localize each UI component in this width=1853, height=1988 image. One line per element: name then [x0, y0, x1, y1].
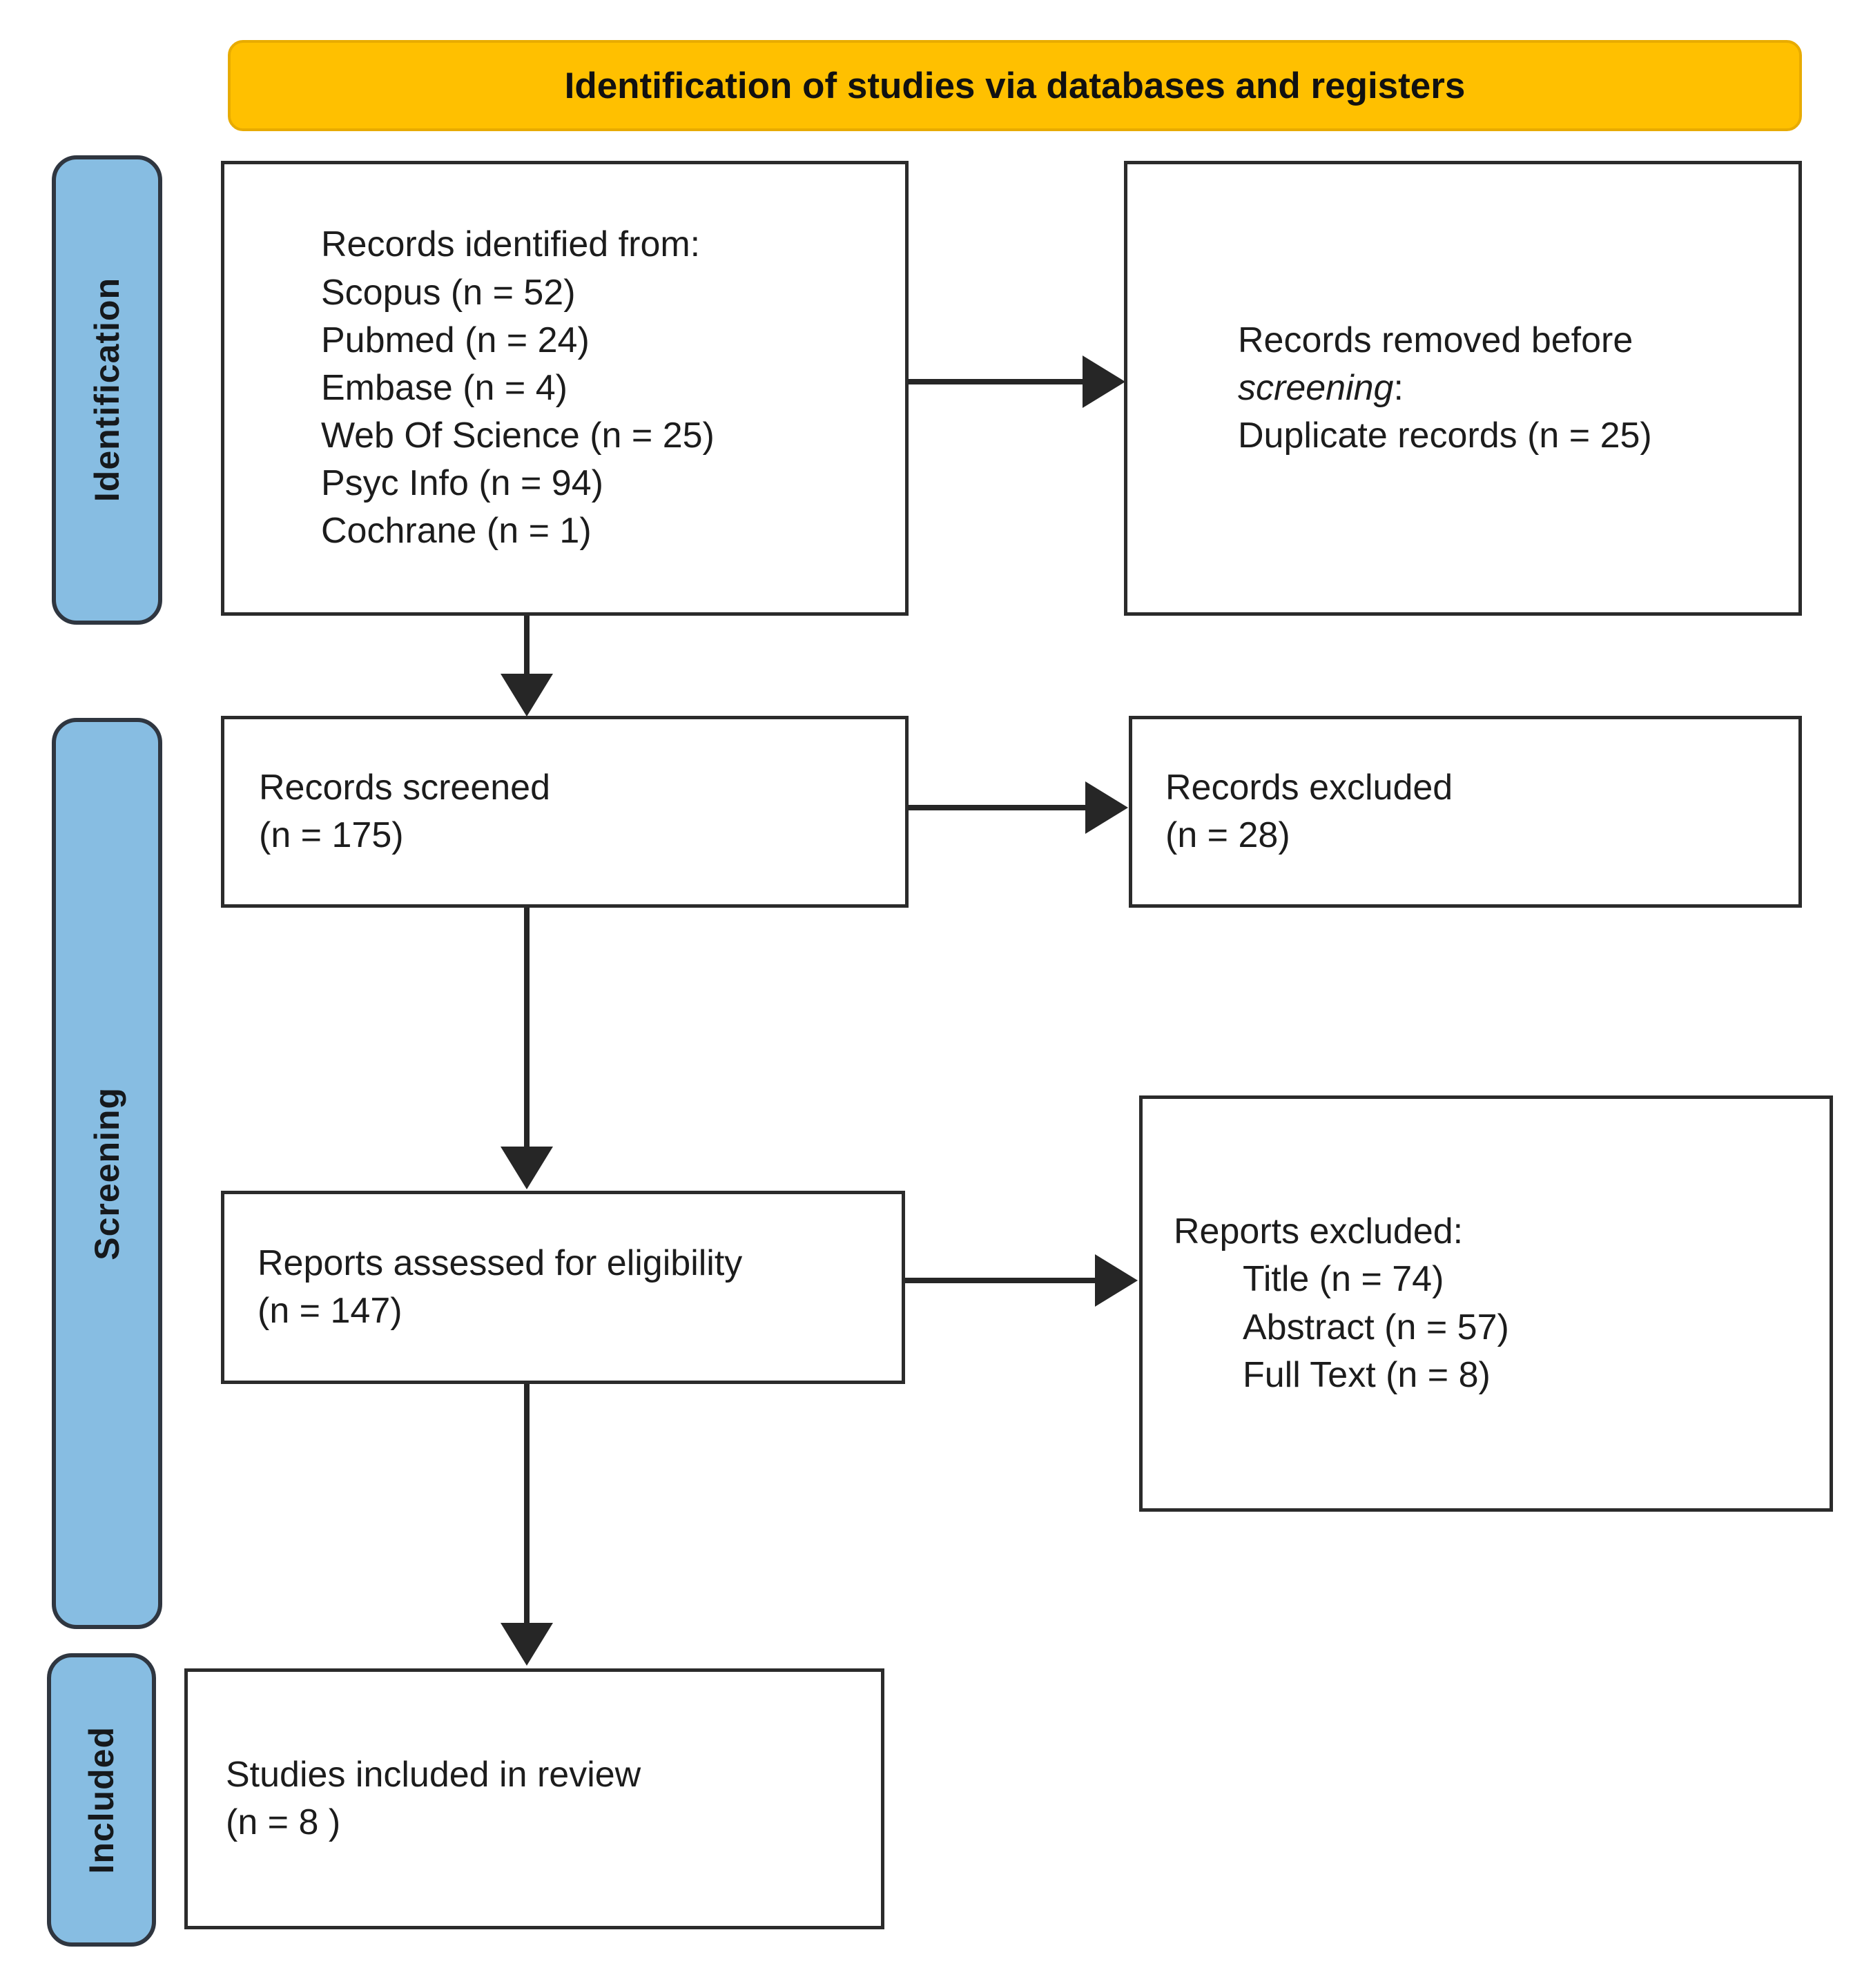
diagram-title: Identification of studies via databases …	[564, 65, 1466, 106]
reports-excluded-abstract: Abstract (n = 57)	[1243, 1307, 1509, 1347]
records-identified-heading: Records identified from:	[321, 224, 701, 265]
records-identified-psycinfo: Psyc Info (n = 94)	[321, 463, 603, 504]
records-removed-line2: screening:	[1238, 364, 1771, 412]
arrow-line	[524, 908, 530, 1149]
stage-label-screening-text: Screening	[88, 1086, 126, 1260]
reports-excluded-heading: Reports excluded:	[1174, 1211, 1464, 1252]
arrow-head-right-icon	[1083, 355, 1125, 408]
box-records-screened: Records screened (n = 175)	[221, 716, 909, 908]
reports-assessed-label: Reports assessed for eligibility	[258, 1242, 743, 1283]
records-identified-scopus: Scopus (n = 52)	[321, 272, 576, 313]
reports-assessed-count: (n = 147)	[258, 1291, 402, 1331]
arrow-head-down-icon	[501, 1623, 553, 1666]
stage-label-included: Included	[47, 1653, 156, 1947]
diagram-title-banner: Identification of studies via databases …	[228, 40, 1802, 131]
box-records-excluded: Records excluded (n = 28)	[1129, 716, 1802, 908]
arrow-head-right-icon	[1085, 781, 1128, 834]
arrow-head-right-icon	[1095, 1254, 1138, 1307]
records-identified-wos: Web Of Science (n = 25)	[321, 416, 715, 456]
arrow-head-down-icon	[501, 1147, 553, 1189]
stage-label-included-text: Included	[82, 1726, 121, 1874]
records-identified-embase: Embase (n = 4)	[321, 367, 567, 408]
arrow-line	[908, 805, 1089, 810]
records-identified-cochrane: Cochrane (n = 1)	[321, 511, 592, 552]
records-removed-screening-italic: screening	[1238, 367, 1394, 408]
box-records-identified: Records identified from: Scopus (n = 52)…	[221, 161, 909, 616]
stage-label-screening: Screening	[52, 718, 162, 1629]
records-identified-pubmed: Pubmed (n = 24)	[321, 320, 590, 360]
records-removed-colon: :	[1393, 367, 1404, 408]
records-removed-line1: Records removed before	[1238, 320, 1633, 360]
studies-included-count: (n = 8 )	[226, 1802, 341, 1842]
reports-excluded-title: Title (n = 74)	[1243, 1259, 1444, 1300]
arrow-line	[524, 616, 530, 678]
arrow-line	[905, 1278, 1100, 1283]
records-removed-duplicates: Duplicate records (n = 25)	[1238, 416, 1652, 456]
records-screened-count: (n = 175)	[259, 815, 404, 855]
stage-label-identification: Identification	[52, 155, 162, 625]
records-screened-label: Records screened	[259, 767, 550, 808]
studies-included-label: Studies included in review	[226, 1754, 641, 1795]
box-reports-assessed: Reports assessed for eligibility (n = 14…	[221, 1191, 905, 1384]
reports-excluded-fulltext: Full Text (n = 8)	[1243, 1354, 1491, 1395]
box-records-removed: Records removed before screening: Duplic…	[1124, 161, 1802, 616]
stage-label-identification-text: Identification	[88, 277, 126, 503]
records-excluded-count: (n = 28)	[1165, 815, 1290, 855]
box-studies-included: Studies included in review (n = 8 )	[184, 1668, 884, 1929]
arrow-head-down-icon	[501, 674, 553, 717]
records-excluded-label: Records excluded	[1165, 767, 1453, 808]
box-reports-excluded: Reports excluded: Title (n = 74) Abstrac…	[1139, 1095, 1833, 1512]
arrow-line	[908, 379, 1086, 384]
arrow-line	[524, 1384, 530, 1626]
